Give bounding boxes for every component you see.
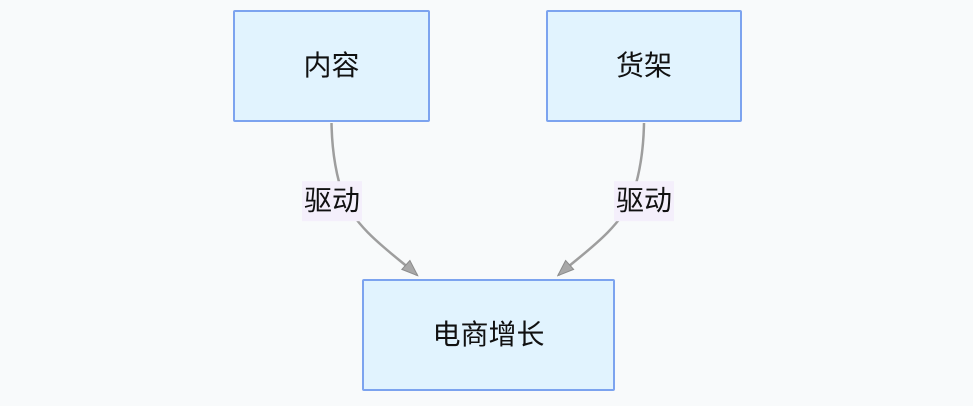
- edge-label-content-growth: 驱动: [301, 181, 363, 221]
- edge-label-shelf-growth: 驱动: [613, 181, 675, 221]
- node-content-label: 内容: [303, 50, 360, 82]
- node-growth-label: 电商增长: [432, 319, 545, 351]
- node-shelf: 货架: [546, 10, 742, 122]
- node-content: 内容: [233, 10, 430, 122]
- node-growth: 电商增长: [362, 279, 615, 391]
- node-shelf-label: 货架: [615, 50, 672, 82]
